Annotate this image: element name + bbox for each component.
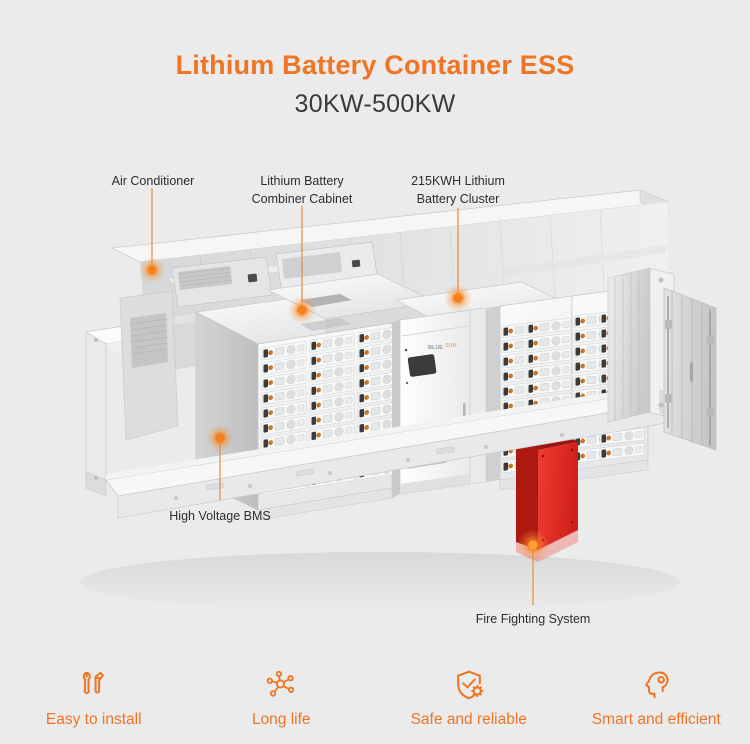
glow-high-voltage-bms [206,424,234,452]
container-right-end-door [607,267,717,451]
title-block: Lithium Battery Container ESS 30KW-500KW [0,48,750,122]
glow-battery-cluster [444,284,472,312]
feature-label-easy-to-install: Easy to install [45,711,142,728]
feature-label-long-life: Long life [251,711,311,728]
feature-item-easy-to-install: Easy to install [0,668,188,730]
molecule-icon [266,670,295,697]
smart-head-icon [645,671,669,699]
glow-fire-fighting-system [517,529,549,561]
feature-item-long-life: Long life [188,668,376,730]
feature-item-safe-and-reliable: Safe and reliable [375,668,563,730]
callout-fire-fighting-system: Fire Fighting System [475,612,591,626]
container-illustration: BLUE SUN [0,150,750,640]
callout-air-conditioner: Air Conditioner [111,174,195,188]
glow-air-conditioner [139,257,165,283]
svg-text:SUN: SUN [445,343,457,349]
interior-end-wall [119,290,179,441]
page-title: Lithium Battery Container ESS [175,50,575,80]
callout-battery-cluster: 215KWH Lithium Battery Cluster [411,174,505,206]
callout-glow-dots [139,257,549,561]
glow-combiner-cabinet [288,296,316,324]
feature-item-smart-and-efficient: Smart and efficient [563,668,750,730]
page-subtitle: 30KW-500KW [294,90,456,118]
container-front-sill [85,331,673,519]
high-voltage-bms-cabinet: BLUE SUN [392,309,471,498]
feature-bar: Easy to install Long life [0,668,750,730]
shield-check-gear-icon [456,670,484,700]
callout-combiner-cabinet: Lithium Battery Combiner Cabinet [251,174,353,206]
feature-label-smart-and-efficient: Smart and efficient [591,711,721,728]
svg-text:BLUE: BLUE [428,345,443,351]
tools-icon [82,671,104,694]
callout-high-voltage-bms: High Voltage BMS [169,509,271,523]
feature-label-safe-and-reliable: Safe and reliable [410,711,527,728]
